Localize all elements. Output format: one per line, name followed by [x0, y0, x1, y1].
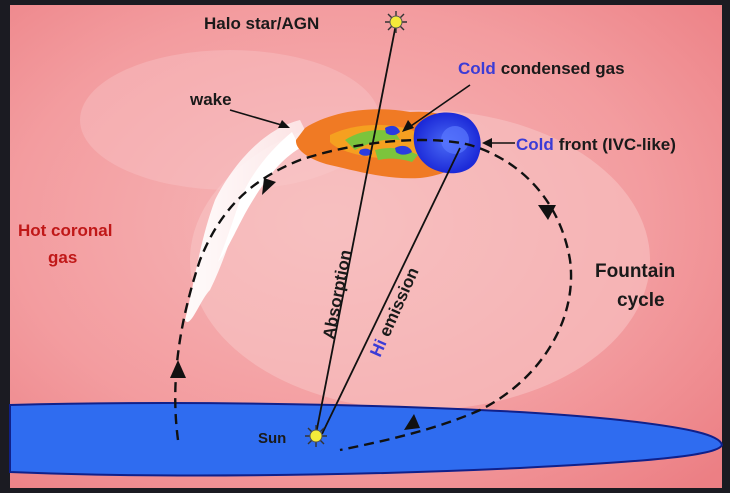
absorption-sightline	[315, 23, 397, 435]
halo-star-icon	[385, 11, 407, 33]
condensed-gas-pointer	[407, 84, 471, 129]
wake-pointer	[229, 109, 286, 127]
wake-label: wake	[189, 90, 232, 109]
front-text: front (IVC-like)	[559, 135, 676, 154]
sun-label: Sun	[258, 430, 286, 447]
cycle-arrow-rise	[262, 178, 276, 195]
cloud-filament-blue	[385, 125, 400, 136]
wake-trail	[185, 120, 310, 323]
sun-icon	[305, 425, 327, 447]
fountain-cycle-path	[174, 138, 573, 452]
cycle-arrow-return	[404, 414, 420, 430]
fountain-line2: cycle	[617, 290, 665, 311]
cold-front-pointer-head	[482, 138, 492, 148]
wake-core	[218, 132, 300, 262]
cold-word: Cold	[458, 59, 496, 78]
front-cold-word: Cold	[516, 135, 554, 154]
cloud-filament-blue	[395, 145, 412, 155]
light-patch	[80, 50, 380, 190]
condensed-gas-pointer-head	[402, 120, 414, 132]
fountain-line1: Fountain	[595, 261, 675, 282]
hi-word: Hi	[366, 336, 390, 359]
condensed-gas-text: condensed gas	[501, 59, 625, 78]
cold-core	[441, 126, 469, 154]
condensed-gas-label: Cold condensed gas	[458, 59, 625, 78]
cold-front-label: Cold front (IVC-like)	[516, 135, 676, 154]
hot-gas-line1: Hot coronal	[18, 221, 112, 240]
galactic-disk	[9, 402, 724, 477]
cloud-filament-blue	[359, 148, 372, 156]
cycle-arrow-up	[170, 360, 186, 378]
hot-gas-line2: gas	[48, 248, 77, 267]
wake-pointer-head	[278, 120, 290, 128]
hi-emission-sightline	[321, 147, 461, 435]
cycle-arrow-descend	[538, 205, 556, 220]
halo-star-label: Halo star/AGN	[204, 14, 319, 33]
